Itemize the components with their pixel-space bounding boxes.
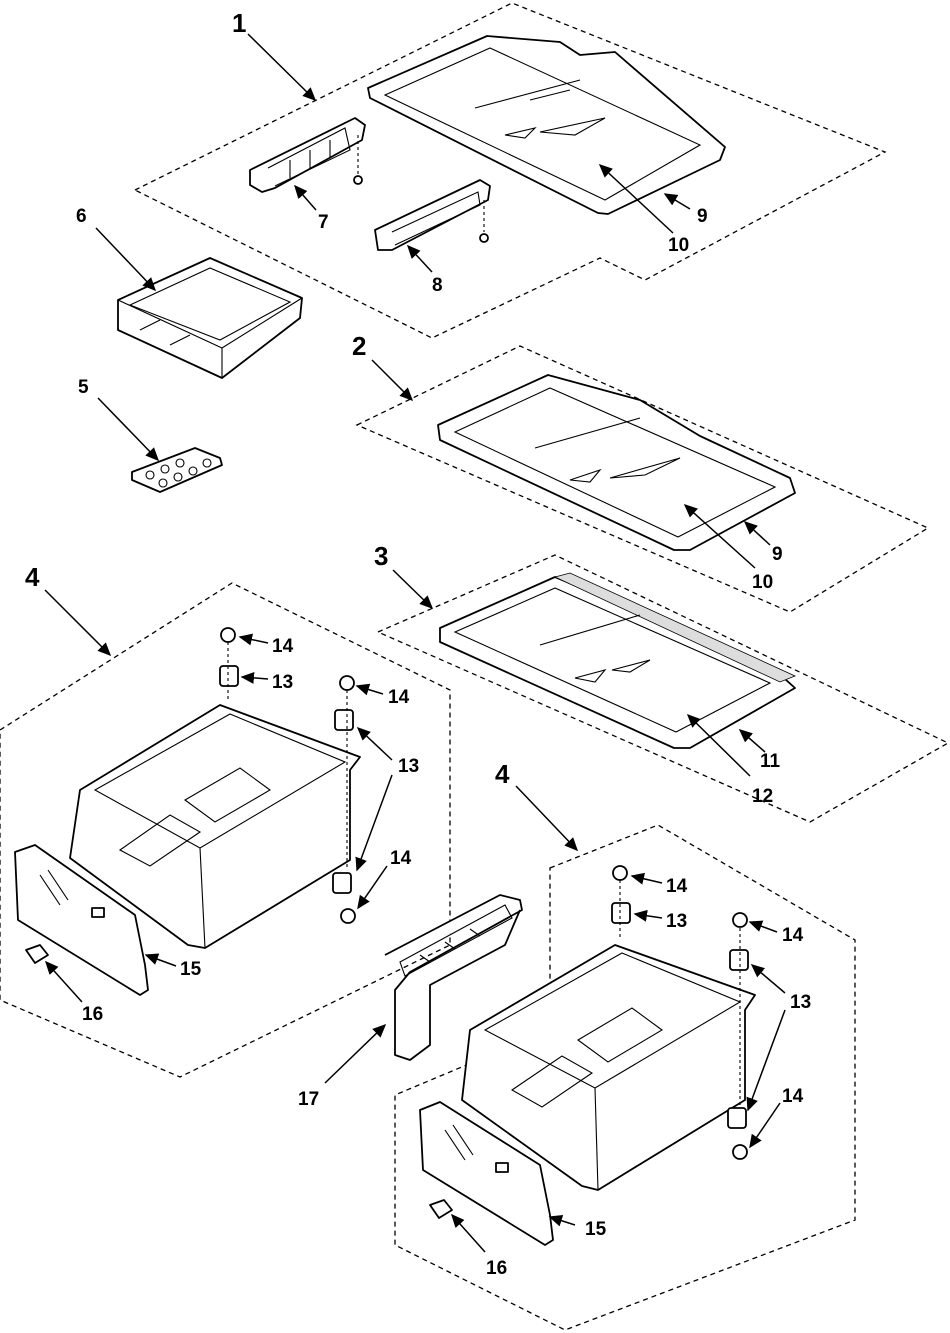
callout-13c: 13 [666,911,687,932]
callout-16b: 16 [486,1258,507,1279]
assembly-4-left-outline [0,582,451,1078]
roller-clip-right [611,865,749,1160]
callout-15a: 15 [180,959,202,980]
crisper-drawer-left [69,704,361,949]
callout-14c: 14 [390,848,412,869]
callout-1: 1 [232,8,246,38]
callout-7: 7 [318,212,329,233]
shelf-glass-lower [439,572,797,749]
callout-13d: 13 [790,992,811,1013]
crisper-drawer-right [461,944,756,1191]
callout-11: 11 [760,751,781,772]
egg-tray [131,447,223,493]
callout-13a: 13 [272,672,293,693]
callout-8: 8 [432,275,443,296]
callout-3: 3 [374,541,388,571]
callout-2: 2 [352,331,366,361]
assembly-2-outline [355,345,930,613]
callout-10a: 10 [668,235,689,256]
callout-9a: 9 [697,206,708,227]
crisper-latch-left [25,944,49,964]
leader-lines [44,33,786,1253]
callout-13b: 13 [398,756,419,777]
callout-14b: 14 [388,687,410,708]
assembly-3-outline [376,554,950,823]
callout-6: 6 [76,206,87,227]
shelf-bracket-right [374,179,491,251]
dairy-bin [117,257,303,379]
callout-10b: 10 [752,572,773,593]
roller-clip-left [219,627,356,924]
callout-9b: 9 [772,544,783,565]
callout-14d: 14 [666,876,688,897]
crisper-cover-left [14,844,149,996]
crisper-latch-right [429,1199,453,1219]
callout-17: 17 [298,1089,319,1110]
callout-5: 5 [78,377,89,398]
center-rail [384,894,523,1061]
callout-15b: 15 [585,1219,607,1240]
shelf-glass-middle [437,374,796,551]
callout-4a: 4 [25,562,40,592]
callout-12: 12 [752,786,773,807]
callout-14e: 14 [782,925,804,946]
shelf-bracket-left [249,117,366,193]
crisper-cover-right [419,1101,554,1246]
callout-4b: 4 [495,759,510,789]
callout-14a: 14 [272,636,294,657]
callout-14f: 14 [782,1086,804,1107]
shelf-glass-top [367,35,726,215]
callout-16a: 16 [82,1004,103,1025]
